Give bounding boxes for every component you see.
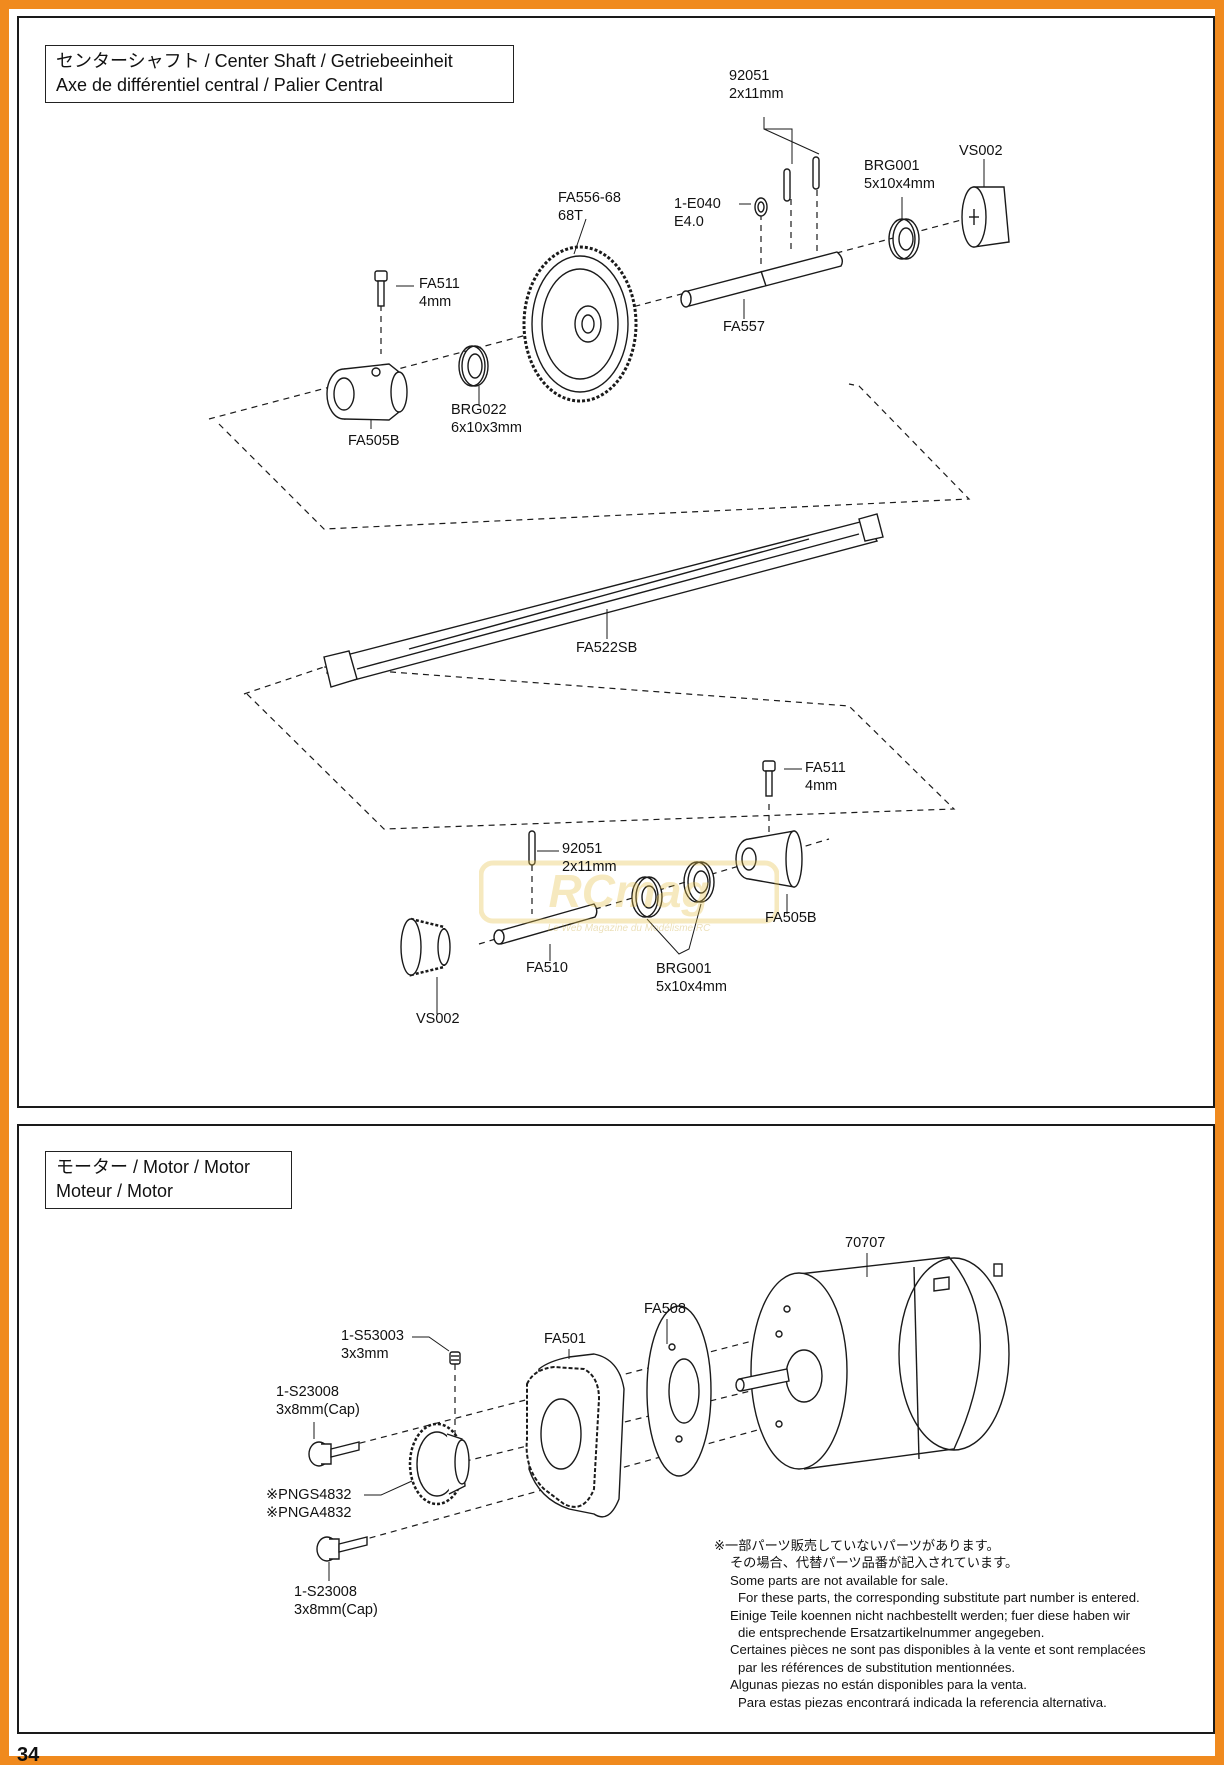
mount-fa501 [525,1353,625,1518]
bevel-gear-vs002-top [961,186,1010,248]
center-shaft-fa522sb [323,513,884,688]
cap-screw-1s23008-top [308,1441,360,1467]
motor-70707 [735,1256,1010,1470]
bevel-gear-vs002-bottom [400,917,451,977]
label-vs002-bottom: VS002 [416,1011,460,1027]
label-fa522sb: FA522SB [576,640,638,656]
rcmag-watermark: RCmag Le Web Magazine du Modélisme RC [479,860,779,934]
note-fr-2: par les références de substitution menti… [738,1659,1016,1675]
shaft-fa557 [680,251,844,308]
center-shaft-panel [17,16,1215,1108]
note-jp-1: ※一部パーツ販売していないパーツがあります。 [714,1538,1000,1553]
motor-title-line2: Moteur / Motor [56,1181,174,1201]
label-fa501: FA501 [544,1331,586,1347]
label-vs002-top: VS002 [959,143,1003,159]
watermark-tagline: Le Web Magazine du Modélisme RC [548,923,711,934]
availability-note: ※一部パーツ販売していないパーツがあります。 その場合、代替パーツ品番が記入され… [714,1537,1209,1711]
pins-92051-top [783,156,820,202]
spur-gear-fa556 [522,245,638,403]
note-de-1: Einige Teile koennen nicht nachbestellt … [730,1607,1131,1623]
note-fr-1: Certaines pièces ne sont pas disponibles… [730,1642,1146,1658]
center-shaft-title-line2: Axe de différentiel central / Palier Cen… [56,75,383,95]
bearing-brg022 [458,345,489,387]
label-fa505b-bottom: FA505B [765,910,817,926]
leader-lines-motor [313,1253,868,1581]
leader-lines-top [370,117,985,1014]
label-fa557: FA557 [723,319,765,335]
note-es-2: Para estas piezas encontrará indicada la… [738,1694,1107,1710]
center-shaft-title-line1: センターシャフト / Center Shaft / Getriebeeinhei… [56,51,453,71]
note-de-2: die entsprechende Ersatzartikelnummer an… [738,1625,1045,1641]
note-es-1: Algunas piezas no están disponibles para… [730,1677,1027,1693]
center-shaft-diagram [208,117,1010,1014]
screw-fa511-bottom [762,760,776,797]
motor-diagram [308,1253,1010,1581]
cap-screw-1s23008-bottom [316,1536,368,1562]
label-pinion: ※PNGS4832※PNGA4832 [266,1487,352,1521]
joint-fa505b-bottom [735,830,803,888]
screw-fa511-top [374,270,388,307]
motor-title: モーター / Motor / Motor Moteur / Motor [45,1151,292,1209]
label-70707: 70707 [845,1235,886,1251]
shaft-fa510 [493,903,598,945]
note-en-1: Some parts are not available for sale. [730,1572,949,1588]
motor-title-line1: モーター / Motor / Motor [56,1157,251,1177]
page-number: 34 [17,1744,40,1766]
joint-fa505b-top [326,363,408,421]
label-fa510: FA510 [526,960,568,976]
note-jp-2: その場合、代替パーツ品番が記入されています。 [730,1555,1019,1571]
plate-fa508 [646,1305,712,1477]
label-fa505b-top: FA505B [348,433,400,449]
e-ring-1e040 [754,197,768,217]
pin-92051-bottom [528,830,536,866]
note-en-2: For these parts, the corresponding subst… [738,1590,1140,1606]
set-screw-1s53003 [449,1351,461,1365]
pinion-gear [408,1422,470,1506]
label-fa508: FA508 [644,1301,686,1317]
watermark-logo: RCmag [548,865,709,917]
bearings-brg001-bottom [631,861,715,918]
center-shaft-title: センターシャフト / Center Shaft / Getriebeeinhei… [45,45,514,103]
